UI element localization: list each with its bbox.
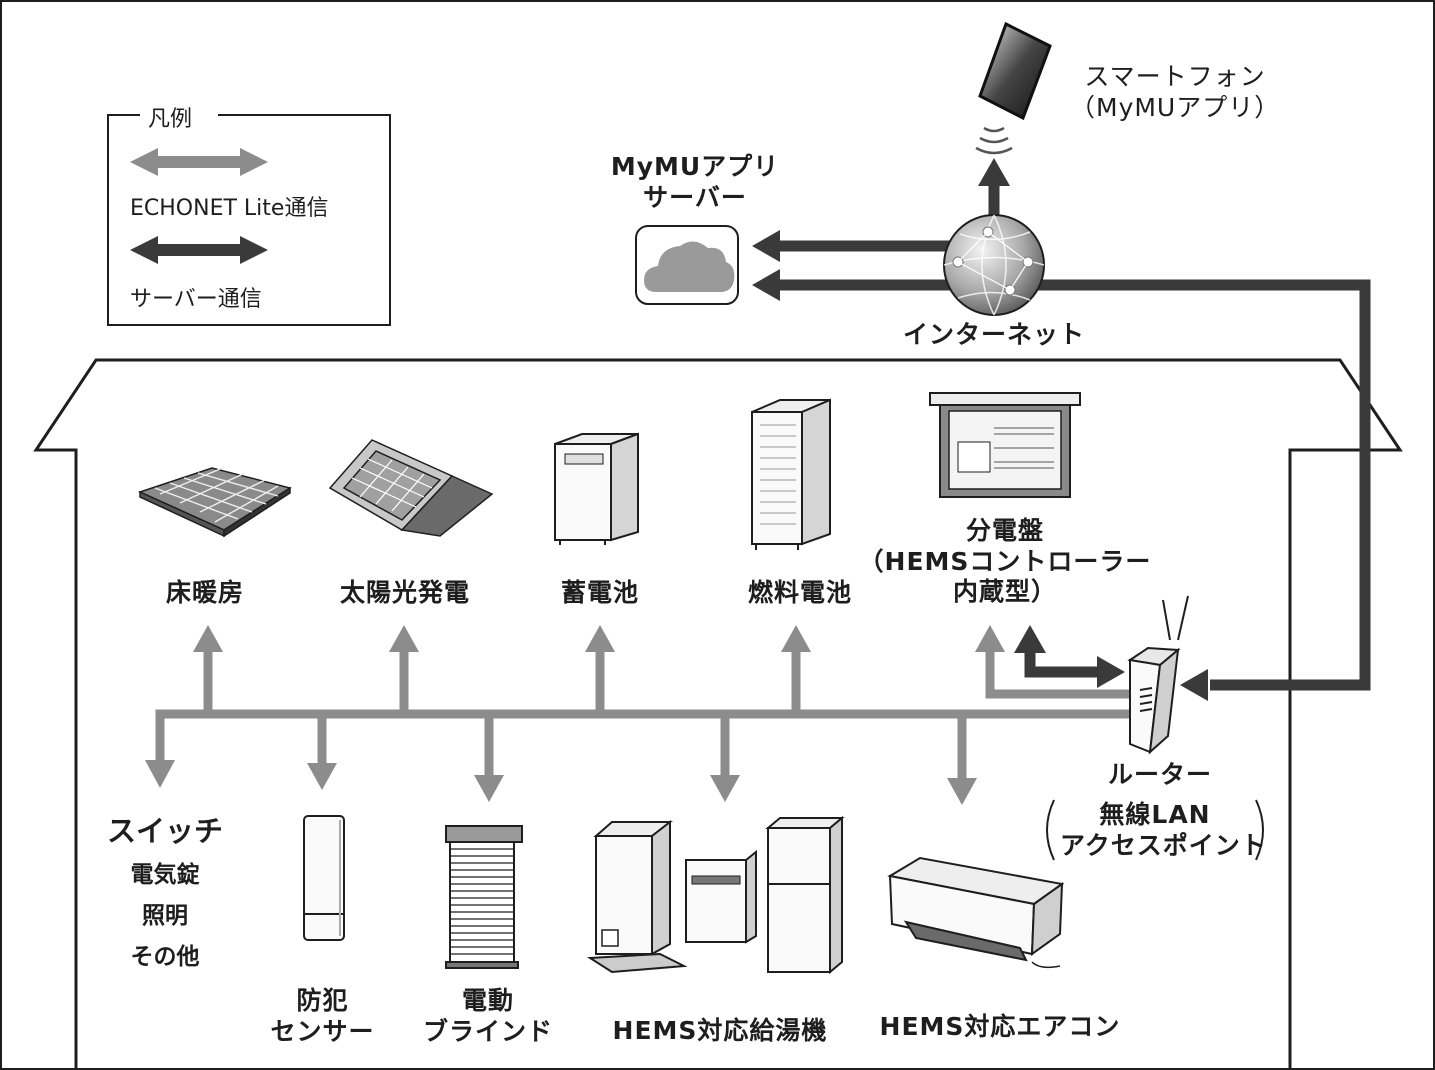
server-connections — [776, 184, 1371, 691]
water-heater-label: HEMS対応給湯機 — [612, 1016, 828, 1045]
security-sensor-icon — [303, 815, 345, 941]
router-icon — [1127, 595, 1189, 755]
floor-heating-icon — [137, 466, 292, 538]
storage-battery-icon — [554, 432, 639, 545]
smartphone-icon — [975, 21, 1052, 155]
fuel-cell-icon — [751, 398, 831, 550]
cloud-server-label: MyMUアプリ サーバー — [610, 152, 780, 212]
legend-echonet-label: ECHONET Lite通信 — [130, 196, 329, 221]
distribution-panel-icon — [929, 392, 1081, 498]
internet-globe-icon — [943, 214, 1045, 316]
echonet-arrowheads — [145, 625, 1005, 805]
solar-label: 太陽光発電 — [339, 578, 470, 607]
legend-server-arrow — [130, 236, 268, 264]
cloud-server-icon — [635, 225, 739, 305]
router-paren-left — [1046, 799, 1055, 861]
echonet-connections — [155, 650, 1130, 780]
smartphone-label: スマートフォン （MyMUアプリ） — [1070, 62, 1281, 122]
internet-label: インターネット — [902, 320, 1085, 349]
router-paren-right — [1255, 799, 1264, 861]
legend-echonet-arrow — [130, 148, 268, 176]
router-sub-label: 無線LAN アクセスポイント — [1060, 800, 1267, 860]
solar-panel-icon — [328, 439, 494, 537]
legend-server-label: サーバー通信 — [130, 287, 262, 312]
server-arrowheads — [752, 158, 1208, 701]
fuel-cell-label: 燃料電池 — [747, 578, 852, 607]
house-outline — [33, 358, 1403, 1070]
air-conditioner-icon — [887, 856, 1065, 969]
panel-label: 分電盤 （HEMSコントローラー 内蔵型） — [858, 516, 1152, 606]
floor-heating-label: 床暖房 — [165, 578, 244, 607]
water-heater-icon — [586, 815, 845, 975]
electric-blind-icon — [445, 825, 523, 969]
switch-label: スイッチ 電気錠 照明 その他 — [106, 814, 223, 971]
legend-title: 凡例 — [148, 107, 193, 132]
battery-label: 蓄電池 — [560, 578, 639, 607]
sensor-label: 防犯 センサー — [270, 986, 375, 1046]
router-label: ルーター — [1107, 760, 1212, 789]
legend-box — [107, 114, 391, 326]
blind-label: 電動 ブラインド — [422, 986, 553, 1046]
aircon-label: HEMS対応エアコン — [879, 1012, 1121, 1041]
